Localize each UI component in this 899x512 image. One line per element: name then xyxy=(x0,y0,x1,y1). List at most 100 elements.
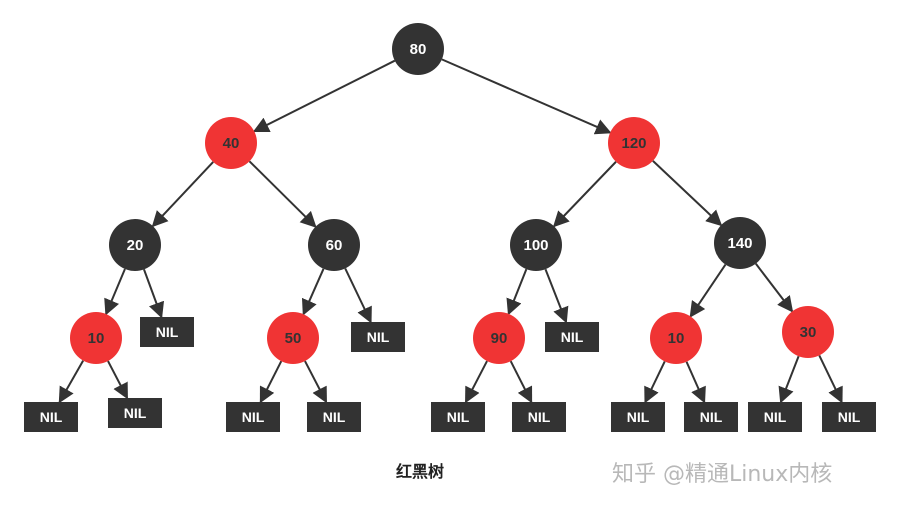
node-circle xyxy=(714,217,766,269)
nil-leaf: NIL xyxy=(108,398,162,428)
edge-n30-nil12 xyxy=(778,355,800,404)
nil-box xyxy=(684,402,738,432)
node-label: 10 xyxy=(88,330,105,347)
nil-box xyxy=(140,317,194,347)
node-label: 30 xyxy=(800,324,817,341)
diagram-caption: 红黑树 xyxy=(395,462,444,481)
tree-node-40-red: 40 xyxy=(205,117,257,169)
nil-label: NIL xyxy=(323,409,346,425)
edge-n60-n50 xyxy=(301,268,325,316)
nil-box xyxy=(307,402,361,432)
edge-n140-n30 xyxy=(754,263,794,313)
edge-n40-n20 xyxy=(151,161,214,228)
edge-n50-nil7 xyxy=(304,360,328,404)
node-circle xyxy=(70,312,122,364)
edge-n60-nil2 xyxy=(344,268,372,324)
nil-leaf: NIL xyxy=(140,317,194,347)
nil-box xyxy=(431,402,485,432)
nil-label: NIL xyxy=(700,409,723,425)
nil-label: NIL xyxy=(367,329,390,345)
nil-leaf: NIL xyxy=(822,402,876,432)
tree-node-120-red: 120 xyxy=(608,117,660,169)
nil-leaf: NIL xyxy=(431,402,485,432)
edge-n10b-nil11 xyxy=(685,361,706,404)
nil-leaf: NIL xyxy=(545,322,599,352)
edge-n120-n100 xyxy=(552,161,617,228)
edges xyxy=(58,58,843,404)
nil-box xyxy=(545,322,599,352)
tree-node-90-red: 90 xyxy=(473,312,525,364)
edge-n120-n140 xyxy=(652,160,723,227)
tree-node-60-black: 60 xyxy=(308,219,360,271)
edge-n140-n10b xyxy=(689,264,727,318)
nil-box xyxy=(226,402,280,432)
edge-n30-nil13 xyxy=(818,354,843,404)
node-circle xyxy=(608,117,660,169)
nil-label: NIL xyxy=(561,329,584,345)
node-circle xyxy=(267,312,319,364)
tree-node-140-black: 140 xyxy=(714,217,766,269)
nil-label: NIL xyxy=(242,409,265,425)
nil-label: NIL xyxy=(764,409,787,425)
node-label: 50 xyxy=(285,330,302,347)
nil-leaf: NIL xyxy=(307,402,361,432)
nil-leaf: NIL xyxy=(226,402,280,432)
node-label: 10 xyxy=(668,330,685,347)
nil-label: NIL xyxy=(838,409,861,425)
node-label: 120 xyxy=(621,135,646,152)
nil-label: NIL xyxy=(528,409,551,425)
nil-leaf: NIL xyxy=(611,402,665,432)
edge-n10b-nil10 xyxy=(644,360,666,404)
tree-node-10-red: 10 xyxy=(70,312,122,364)
nil-box xyxy=(748,402,802,432)
tree-node-100-black: 100 xyxy=(510,219,562,271)
edge-n80-n40 xyxy=(252,59,396,133)
nil-box xyxy=(512,402,566,432)
edge-n10a-nil4 xyxy=(58,360,85,404)
nil-leaf: NIL xyxy=(351,322,405,352)
nil-box xyxy=(611,402,665,432)
node-label: 140 xyxy=(727,235,752,252)
node-circle xyxy=(650,312,702,364)
tree-node-30-red: 30 xyxy=(782,306,834,358)
node-circle xyxy=(205,117,257,169)
node-label: 90 xyxy=(491,330,508,347)
nil-leaf: NIL xyxy=(684,402,738,432)
tree-node-50-red: 50 xyxy=(267,312,319,364)
watermark: 知乎 @精通Linux内核 xyxy=(612,462,833,487)
node-label: 60 xyxy=(326,237,343,254)
node-circle xyxy=(308,219,360,271)
node-label: 40 xyxy=(223,135,240,152)
nil-label: NIL xyxy=(124,405,147,421)
node-circle xyxy=(109,219,161,271)
nil-label: NIL xyxy=(447,409,470,425)
node-circle xyxy=(392,23,444,75)
node-label: 20 xyxy=(127,237,144,254)
edge-n20-n10a xyxy=(104,268,126,316)
edge-n90-nil9 xyxy=(509,360,533,404)
edge-n20-nil1 xyxy=(143,269,165,319)
edge-n100-n90 xyxy=(506,268,528,316)
node-circle xyxy=(473,312,525,364)
edge-n50-nil6 xyxy=(259,360,283,404)
edge-n90-nil8 xyxy=(464,360,488,404)
nil-box xyxy=(351,322,405,352)
nil-label: NIL xyxy=(156,324,179,340)
nil-box xyxy=(24,402,78,432)
tree-node-10-red: 10 xyxy=(650,312,702,364)
nil-leaf: NIL xyxy=(512,402,566,432)
node-circle xyxy=(782,306,834,358)
tree-node-80-black: 80 xyxy=(392,23,444,75)
nil-box xyxy=(108,398,162,428)
edge-n40-n60 xyxy=(248,160,317,228)
node-label: 80 xyxy=(410,41,427,58)
edge-n100-nil3 xyxy=(544,268,569,324)
tree-node-20-black: 20 xyxy=(109,219,161,271)
edge-n80-n120 xyxy=(441,58,612,135)
edge-n10a-nil5 xyxy=(107,360,129,400)
node-label: 100 xyxy=(523,237,548,254)
nil-label: NIL xyxy=(627,409,650,425)
nil-leaf: NIL xyxy=(748,402,802,432)
